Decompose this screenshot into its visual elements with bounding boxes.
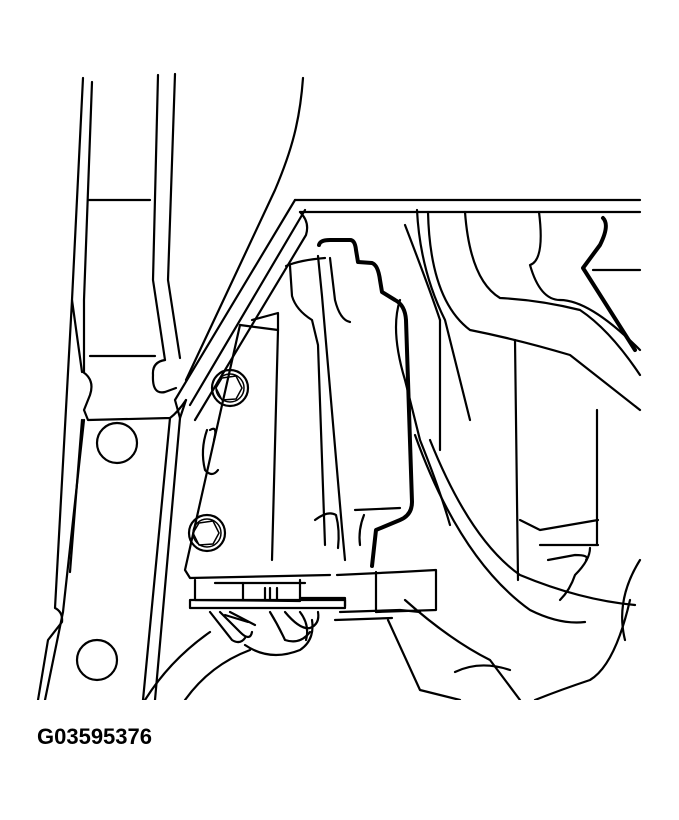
- electrical-connector: [188, 568, 438, 622]
- dash-support-member: [173, 198, 642, 422]
- figure-id-label: G03595376: [37, 724, 152, 749]
- bolt-lower: [187, 513, 227, 553]
- duct: [386, 208, 642, 700]
- bolt-upper: [210, 368, 250, 408]
- mounting-bracket: [183, 311, 332, 580]
- diagram-figure: [36, 72, 642, 700]
- a-pillar-trim: [70, 72, 305, 422]
- wiring-harness: [143, 610, 320, 700]
- control-module: [284, 238, 414, 568]
